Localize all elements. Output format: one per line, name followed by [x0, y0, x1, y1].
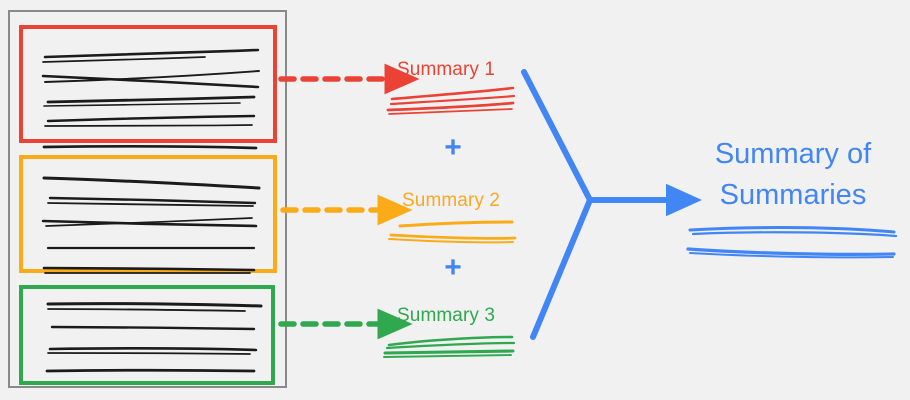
- final-summary-title-line-1: Summary of: [714, 138, 872, 170]
- plus-operator-1: +: [444, 131, 462, 164]
- chunk-1-text-lines: [41, 48, 260, 150]
- plus-operator-2: +: [444, 251, 462, 284]
- summary-3-label[interactable]: Summary 3: [397, 305, 496, 326]
- final-summary-title-line-2: Summaries: [719, 179, 867, 211]
- chunk-3-text-lines: [45, 302, 263, 373]
- summary-1-squiggle: [386, 86, 516, 115]
- chunk-group-3[interactable]: [19, 285, 275, 385]
- chunk-2-text-lines: [41, 176, 261, 274]
- summary-2-label[interactable]: Summary 2: [402, 190, 501, 211]
- chunk-group-2[interactable]: [19, 155, 277, 273]
- final-summary-title[interactable]: Summary of Summaries: [665, 134, 910, 216]
- summary-3-squiggle: [383, 335, 516, 358]
- chunk-group-1[interactable]: [19, 25, 277, 143]
- summary-1-label[interactable]: Summary 1: [397, 59, 496, 80]
- final-summary-squiggle: [686, 226, 898, 259]
- summary-2-squiggle: [388, 220, 517, 244]
- merge-connector-lines: [521, 69, 593, 340]
